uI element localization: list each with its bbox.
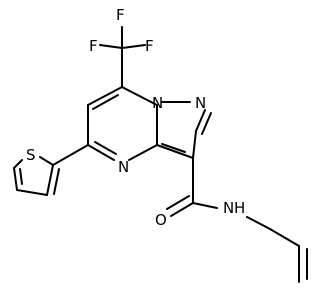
bond-cf-left: [99, 44, 123, 49]
bond-c5-n4-double: [94, 141, 117, 155]
atom-label-f-right: F: [145, 37, 154, 55]
bond-c5-thienyl: [52, 144, 89, 166]
atom-label-n-pyrimidine: N: [118, 158, 129, 176]
bond-thienyl-c4: [16, 189, 48, 196]
bond-c2-c3: [192, 130, 197, 159]
bond-thienyl-c3-double: [53, 168, 60, 195]
bond-thienyl-c5: [13, 167, 18, 191]
atom-label-n-amide: N: [223, 199, 234, 217]
atom-label-f-top: F: [116, 6, 125, 24]
bond-c-o-double: [166, 195, 190, 210]
atom-label-s-thiophene: S: [26, 146, 36, 164]
bond-c5-n4: [87, 144, 115, 161]
bond-cf-right: [121, 44, 146, 49]
bond-n1-c2: [195, 109, 206, 132]
bond-c7-c6-double: [92, 94, 119, 110]
bond-thienyl-c5-double: [19, 168, 23, 185]
bond-thienyl-c3: [46, 164, 54, 196]
bond-c-n-amide: [192, 202, 218, 209]
bond-ch2-ch: [269, 228, 300, 247]
bond-n4-c3a: [128, 144, 158, 161]
bond-c7-n-bridge: [121, 86, 158, 106]
bond-c3-c3a-double: [161, 143, 186, 153]
bond-c-o: [170, 202, 194, 217]
bond-n1-c2-double: [201, 112, 212, 135]
atom-label-n-bridge: N: [152, 94, 163, 112]
atom-label-h-amide: H: [234, 199, 245, 217]
bond-thienyl-s-c5: [13, 159, 23, 169]
bond-n-ch2: [246, 216, 271, 230]
atom-label-n-pyrazole: N: [195, 94, 206, 112]
atom-label-o-carbonyl: O: [155, 211, 167, 229]
atom-label-f-left: F: [89, 37, 98, 55]
bond-thienyl-s-c2: [39, 156, 54, 166]
bond-c3-c3a: [156, 144, 194, 159]
bond-c7-c6: [87, 86, 123, 106]
